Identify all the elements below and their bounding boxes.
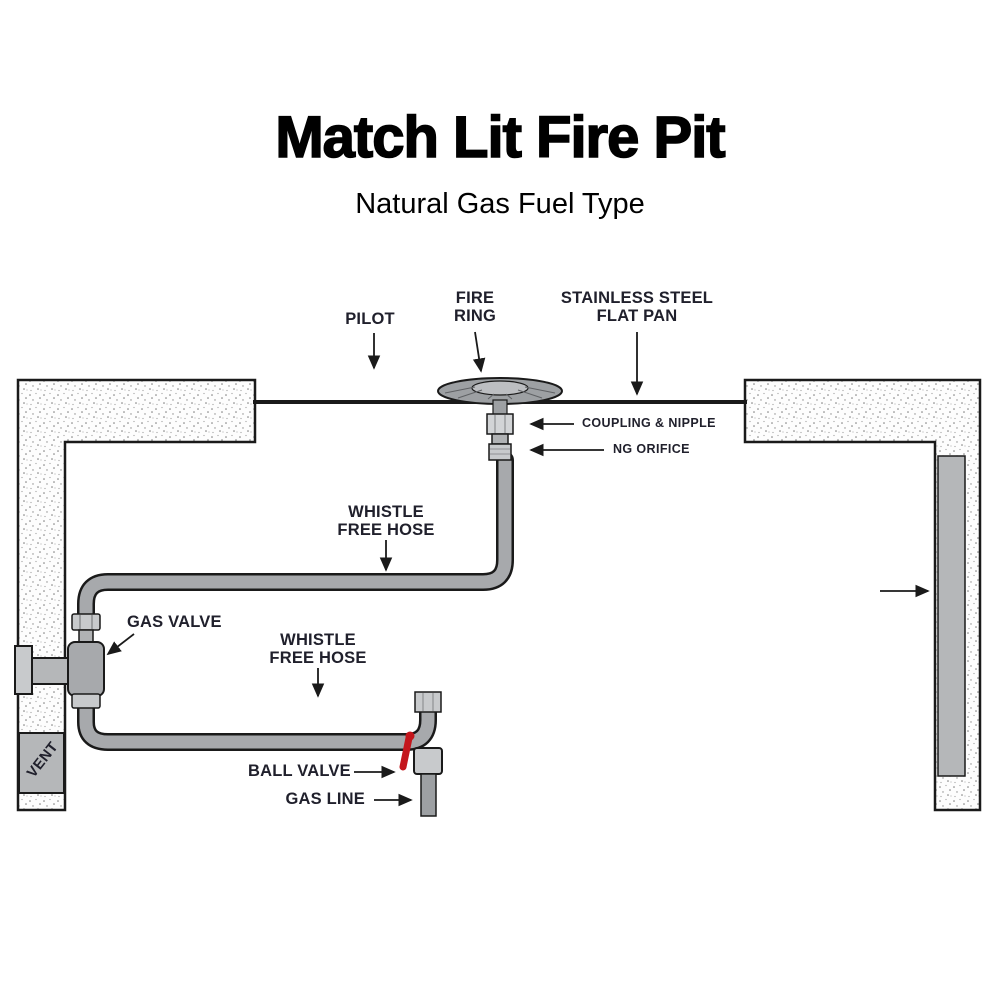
pilot-label-text: PILOT — [345, 310, 395, 328]
fire-ring-hatching — [444, 386, 556, 400]
right-wall-inner-panel — [937, 455, 966, 777]
gas-valve-neck — [78, 629, 94, 643]
page-title: Match Lit Fire Pit — [275, 104, 727, 171]
ball-valve-body — [413, 747, 443, 775]
whistle-upper-line1: WHISTLE — [348, 503, 424, 521]
flat-pan-label-line1: STAINLESS STEEL — [560, 289, 714, 307]
fire-ring-label-line2: RING — [453, 306, 497, 325]
ng-orifice — [488, 443, 512, 461]
coupling-nipple-label: COUPLING & NIPPLE — [582, 416, 716, 431]
fire-ring-label-line1: FIRE — [455, 289, 495, 307]
ng-orifice-label: NG ORIFICE — [613, 442, 690, 457]
fire-ring-arrow — [472, 331, 486, 373]
gas-line-label-text: GAS LINE — [285, 790, 365, 808]
gas-valve-arrow — [106, 633, 135, 656]
fire-ring-label: FIRE RING — [453, 289, 497, 326]
whistle-free-hose-upper — [79, 453, 512, 623]
gas-valve-bottom-nut — [71, 693, 101, 709]
whistle-free-hose-lower — [79, 699, 435, 749]
wall-pipe-flange — [14, 645, 33, 695]
whistle-hose-lower-label: WHISTLE FREE HOSE — [269, 631, 367, 668]
whistle-upper-line2: FREE HOSE — [337, 520, 435, 539]
pilot-label: PILOT — [345, 310, 395, 329]
ball-valve-top-coupling — [414, 691, 442, 713]
gas-line-label: GAS LINE — [265, 790, 365, 809]
gas-line-pipe — [420, 773, 437, 817]
gas-valve-label: GAS VALVE — [127, 613, 222, 632]
ball-valve-handle — [399, 734, 413, 771]
gas-valve-top-nut — [71, 613, 101, 631]
whistle-hose-upper-label: WHISTLE FREE HOSE — [337, 503, 435, 540]
coupling-nipple — [486, 413, 514, 435]
coupling-nipple-label-text: COUPLING & NIPPLE — [582, 416, 716, 430]
ball-valve-label: BALL VALVE — [248, 762, 351, 781]
flat-pan-label: STAINLESS STEEL FLAT PAN — [560, 289, 714, 326]
page-subtitle: Natural Gas Fuel Type — [355, 188, 645, 220]
ng-orifice-label-text: NG ORIFICE — [613, 442, 690, 456]
nipple — [491, 433, 509, 445]
whistle-lower-line2: FREE HOSE — [269, 648, 367, 667]
ball-valve-handle-nub — [405, 731, 415, 741]
vent-block — [18, 732, 65, 794]
gas-valve-body — [67, 641, 105, 697]
ball-valve-label-text: BALL VALVE — [248, 762, 351, 780]
whistle-lower-line1: WHISTLE — [280, 631, 356, 649]
flat-pan-label-line2: FLAT PAN — [596, 306, 678, 325]
gas-valve-label-text: GAS VALVE — [127, 613, 222, 631]
fire-ring-hub — [471, 380, 529, 396]
whistle-free-hose-upper-outline — [77, 451, 514, 625]
